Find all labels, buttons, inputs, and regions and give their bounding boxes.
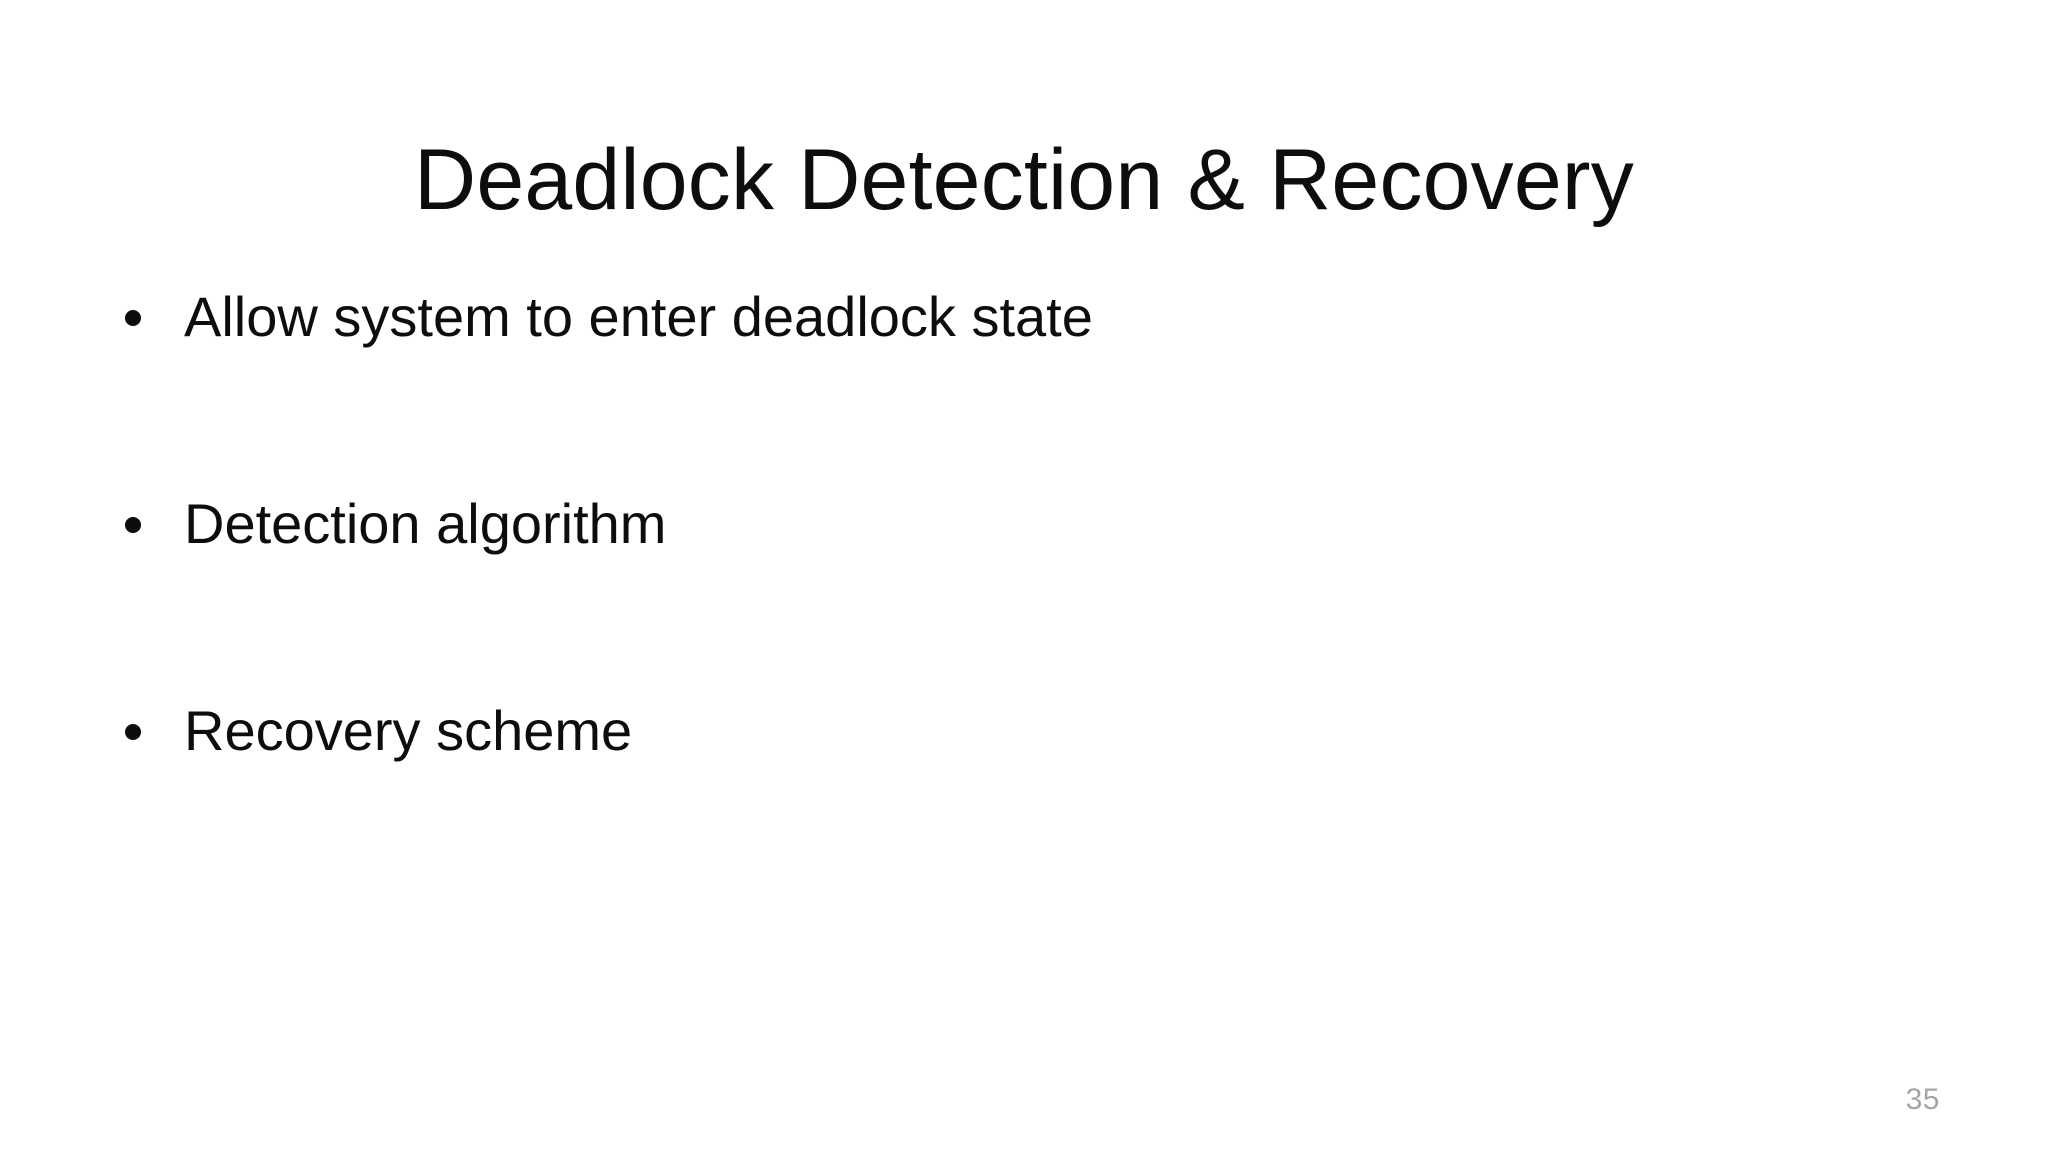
list-item-label: Allow system to enter deadlock state <box>184 285 1093 348</box>
list-item: Allow system to enter deadlock state <box>112 282 1912 489</box>
list-item-label: Detection algorithm <box>184 492 667 555</box>
page-number: 35 <box>1905 1083 1940 1116</box>
page-title: Deadlock Detection & Recovery <box>414 131 1634 228</box>
list-item: Detection algorithm <box>112 489 1912 696</box>
list-item: Recovery scheme <box>112 696 1912 903</box>
bullet-dot-icon <box>125 517 141 533</box>
bullet-list: Allow system to enter deadlock state Det… <box>112 282 1912 903</box>
bullet-dot-icon <box>125 724 141 740</box>
bullet-dot-icon <box>125 310 141 326</box>
list-item-label: Recovery scheme <box>184 699 633 762</box>
